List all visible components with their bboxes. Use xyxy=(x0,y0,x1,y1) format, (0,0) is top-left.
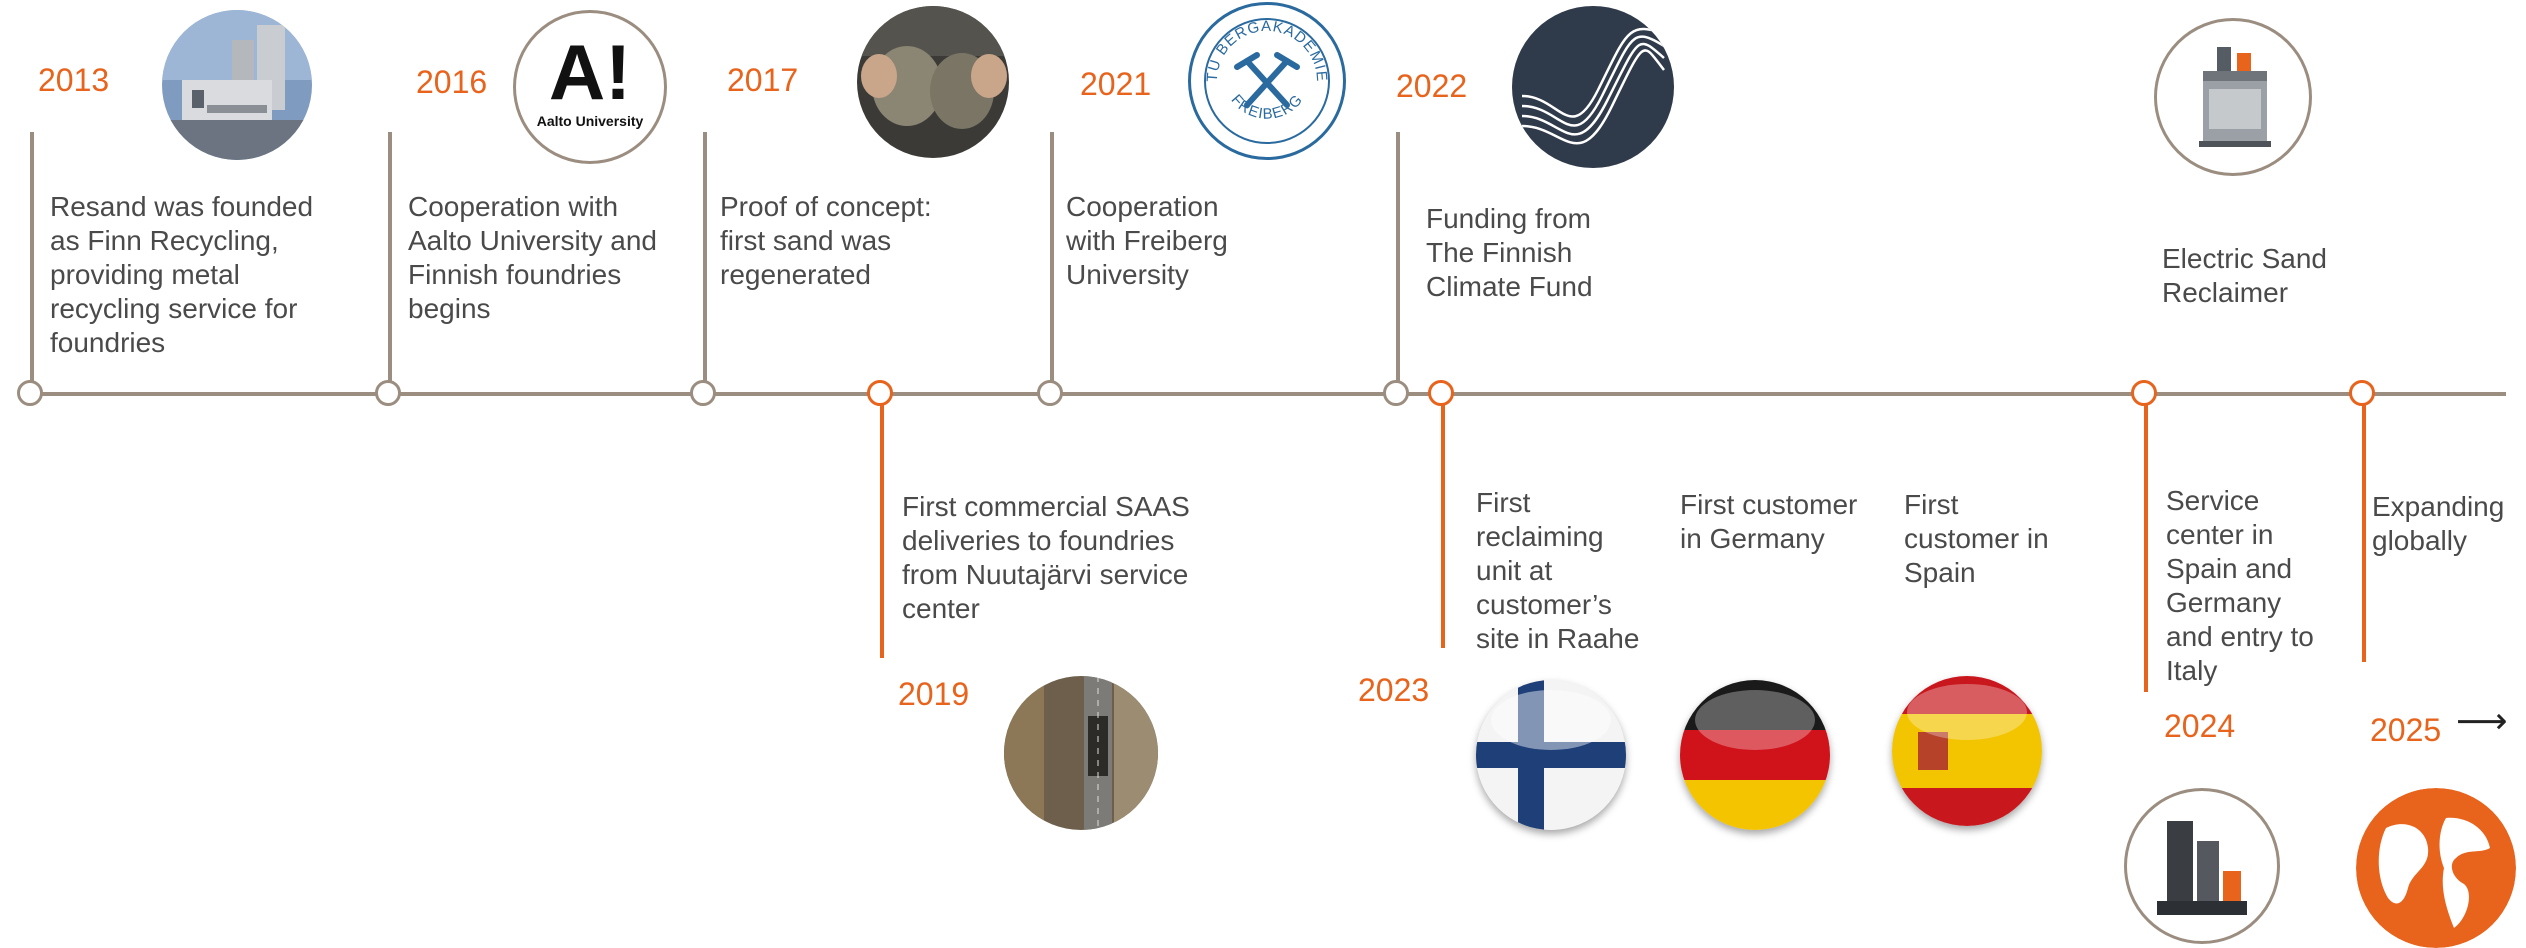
node-2022 xyxy=(1383,380,1409,406)
facility-photo-2013 xyxy=(162,10,312,160)
year-2017: 2017 xyxy=(727,62,799,98)
aalto-logo: A! Aalto University xyxy=(513,10,667,164)
year-2016: 2016 xyxy=(416,64,488,100)
year-2021: 2021 xyxy=(1080,66,1152,102)
timeline-axis xyxy=(30,392,2506,396)
milestone-2016-text: Cooperation with Aalto University and Fi… xyxy=(408,191,658,324)
aalto-name: Aalto University xyxy=(536,113,644,129)
milestone-2021-text: Cooperation with Freiberg University xyxy=(1066,191,1228,290)
milestone-2023-text: First reclaiming unit at customer’s site… xyxy=(1476,487,1640,654)
milestone-2013-text: Resand was founded as Finn Recycling, pr… xyxy=(50,191,314,358)
connector-2025 xyxy=(2362,396,2366,662)
connector-2017 xyxy=(703,132,707,394)
connector-2024 xyxy=(2144,396,2148,692)
connector-2021 xyxy=(1050,132,1054,394)
hammer-pick-icon xyxy=(1234,52,1300,108)
node-2013 xyxy=(17,380,43,406)
freiberg-bottom-text: FREIBERG xyxy=(1228,91,1306,123)
year-2024: 2024 xyxy=(2164,708,2236,744)
node-2024 xyxy=(2131,380,2157,406)
connector-2016 xyxy=(388,132,392,394)
freiberg-top-text: TU BERGAKADEMIE xyxy=(1204,18,1329,83)
milestone-spain-text: First customer in Spain xyxy=(1904,489,2049,588)
year-2013: 2013 xyxy=(38,62,110,98)
electric-reclaimer-image xyxy=(2154,18,2312,176)
arrow-right-icon: ⟶ xyxy=(2456,700,2508,741)
node-2025 xyxy=(2349,380,2375,406)
aalto-mark: A! xyxy=(548,28,632,116)
node-2016 xyxy=(375,380,401,406)
connector-2022 xyxy=(1396,132,1400,394)
milestone-2024-text: Service center in Spain and Germany and … xyxy=(2166,485,2314,686)
year-2023: 2023 xyxy=(1358,672,1430,708)
finland-flag-icon xyxy=(1476,680,1626,830)
node-2019 xyxy=(867,380,893,406)
climate-fund-logo xyxy=(1512,6,1674,168)
svg-text:FREIBERG: FREIBERG xyxy=(1228,91,1307,123)
connector-2019 xyxy=(880,396,884,658)
milestone-2019-text: First commercial SAAS deliveries to foun… xyxy=(902,491,1190,624)
germany-flag-icon xyxy=(1680,680,1830,830)
milestone-2025-text: Expanding globally xyxy=(2372,491,2505,556)
connector-2013 xyxy=(30,132,34,394)
node-2021 xyxy=(1037,380,1063,406)
node-2017 xyxy=(690,380,716,406)
year-2022: 2022 xyxy=(1396,68,1468,104)
milestone-electric-reclaimer-text: Electric Sand Reclaimer xyxy=(2162,243,2327,308)
service-center-image xyxy=(2124,788,2280,944)
milestone-2022-text: Funding from The Finnish Climate Fund xyxy=(1426,203,1593,302)
connector-2023 xyxy=(1441,396,1445,648)
milestone-2017-text: Proof of concept: first sand was regener… xyxy=(720,191,932,290)
wave-icon xyxy=(1521,27,1665,145)
year-2019: 2019 xyxy=(898,676,970,712)
node-2023 xyxy=(1428,380,1454,406)
sand-sample-photo xyxy=(857,6,1009,158)
year-2025: 2025 xyxy=(2370,712,2442,748)
globe-icon xyxy=(2356,788,2516,948)
milestone-germany-text: First customer in Germany xyxy=(1680,489,1858,554)
svg-text:TU BERGAKADEMIE: TU BERGAKADEMIE xyxy=(1204,18,1330,83)
spain-flag-icon xyxy=(1892,676,2042,826)
freiberg-logo: TU BERGAKADEMIE FREIBERG xyxy=(1188,2,1346,160)
aerial-truck-photo xyxy=(1004,676,1158,830)
